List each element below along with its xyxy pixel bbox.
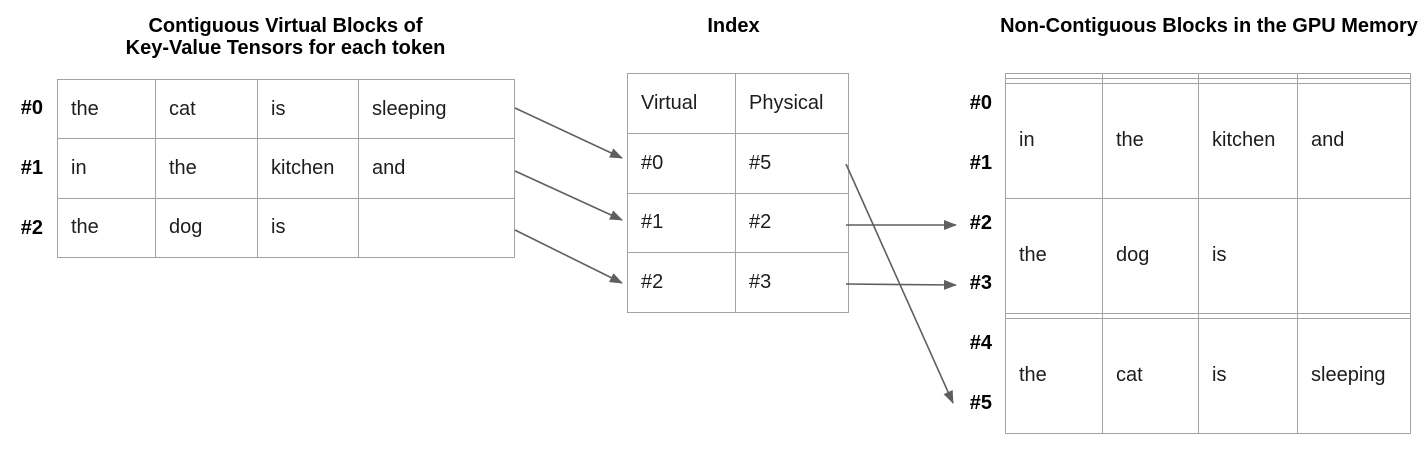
cell: #5: [735, 132, 849, 194]
cell: [1297, 197, 1411, 314]
cell: the: [1005, 197, 1103, 314]
physical-blocks-title: Non-Contiguous Blocks in the GPU Memory: [1000, 15, 1418, 37]
cell: kitchen: [1198, 82, 1298, 199]
cell: is: [1198, 197, 1298, 314]
index-title: Index: [707, 15, 760, 37]
cell: in: [1005, 82, 1103, 199]
virtual-blocks-title-line2: Key-Value Tensors for each token: [125, 37, 446, 59]
arrow-virtual-0-to-index-0: [514, 107, 623, 159]
cell: sleeping: [1297, 317, 1411, 435]
row-label: #0: [20, 97, 43, 120]
row-label: #2: [969, 211, 992, 234]
cell: kitchen: [257, 138, 359, 199]
cell: #2: [735, 192, 849, 254]
cell: and: [1297, 82, 1411, 199]
cell: #1: [627, 192, 736, 254]
virtual-row-labels: #0 #1 #2: [0, 79, 43, 258]
cell: Physical: [735, 73, 849, 134]
row-label: #5: [969, 392, 992, 415]
virtual-blocks-title: Contiguous Virtual Blocks of Key-Value T…: [57, 15, 514, 59]
arrow-index-0-to-physical-5: [845, 163, 954, 404]
cell: cat: [155, 78, 258, 140]
cell: dog: [155, 197, 258, 259]
cell: the: [1102, 82, 1199, 199]
row-label: #2: [20, 216, 43, 239]
cell: and: [358, 138, 515, 199]
cell: #0: [627, 132, 736, 194]
cell: #2: [627, 252, 736, 313]
cell: the: [155, 138, 258, 199]
cell: is: [1198, 317, 1298, 435]
virtual-blocks-title-line1: Contiguous Virtual Blocks of: [148, 15, 423, 37]
cell: sleeping: [358, 78, 515, 140]
physical-row-labels: #0 #1 #2 #3 #4 #5: [940, 73, 992, 434]
cell: the: [57, 78, 156, 140]
row-label: #1: [20, 157, 43, 179]
row-label: #3: [969, 272, 992, 295]
cell: in: [57, 138, 156, 199]
cell: cat: [1102, 317, 1199, 435]
row-label: #0: [969, 91, 992, 114]
cell: is: [257, 78, 359, 140]
cell: the: [57, 197, 156, 259]
arrow-virtual-2-to-index-2: [514, 229, 623, 284]
row-label: #4: [969, 332, 992, 355]
cell: #3: [735, 252, 849, 313]
cell: Virtual: [627, 73, 736, 134]
cell: is: [257, 197, 359, 259]
row-label: #1: [969, 151, 992, 174]
arrow-virtual-1-to-index-1: [514, 170, 623, 221]
cell: dog: [1102, 197, 1199, 314]
cell: [358, 197, 515, 259]
cell: the: [1005, 317, 1103, 435]
